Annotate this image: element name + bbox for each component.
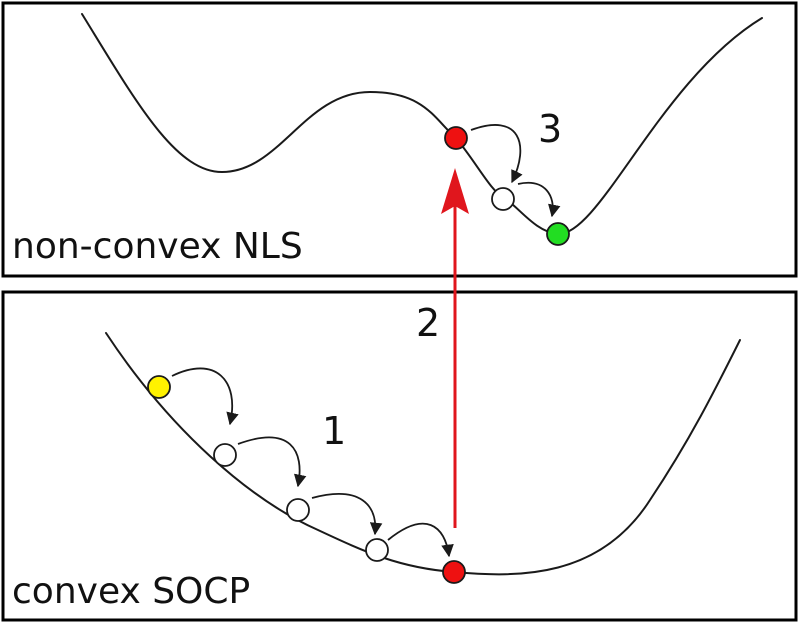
socp-step-arrow-4 [387, 522, 454, 558]
final-solution-node [546, 222, 570, 246]
nls-panel-label: non-convex NLS [12, 226, 303, 267]
socp-step-arrow-3 [311, 493, 383, 536]
nls-intermediate-node [491, 187, 515, 211]
projected-start-node [444, 126, 468, 150]
socp-panel-label: convex SOCP [12, 571, 250, 612]
socp-intermediate-node-1 [213, 443, 237, 467]
nls-panel: 3 non-convex NLS [1, 1, 798, 278]
nls-step-arrow-1 [470, 124, 523, 184]
lift-arrow-head [441, 168, 469, 214]
nls-step-arrow-2 [517, 181, 561, 218]
initial-point-node [147, 375, 171, 399]
socp-solution-node [442, 560, 466, 584]
step-label-2: 2 [416, 301, 440, 345]
socp-intermediate-node-2 [286, 498, 310, 522]
socp-intermediate-node-3 [365, 538, 389, 562]
lift-arrow: 2 [416, 168, 469, 528]
step-label-1: 1 [322, 409, 346, 453]
step-label-3: 3 [538, 107, 562, 151]
socp-step-arrow-2 [237, 436, 307, 488]
socp-step-arrow-1 [171, 367, 239, 426]
socp-panel: 1 convex SOCP [1, 290, 798, 622]
nls-panel-frame [1, 1, 798, 278]
socp-panel-frame [1, 290, 798, 622]
